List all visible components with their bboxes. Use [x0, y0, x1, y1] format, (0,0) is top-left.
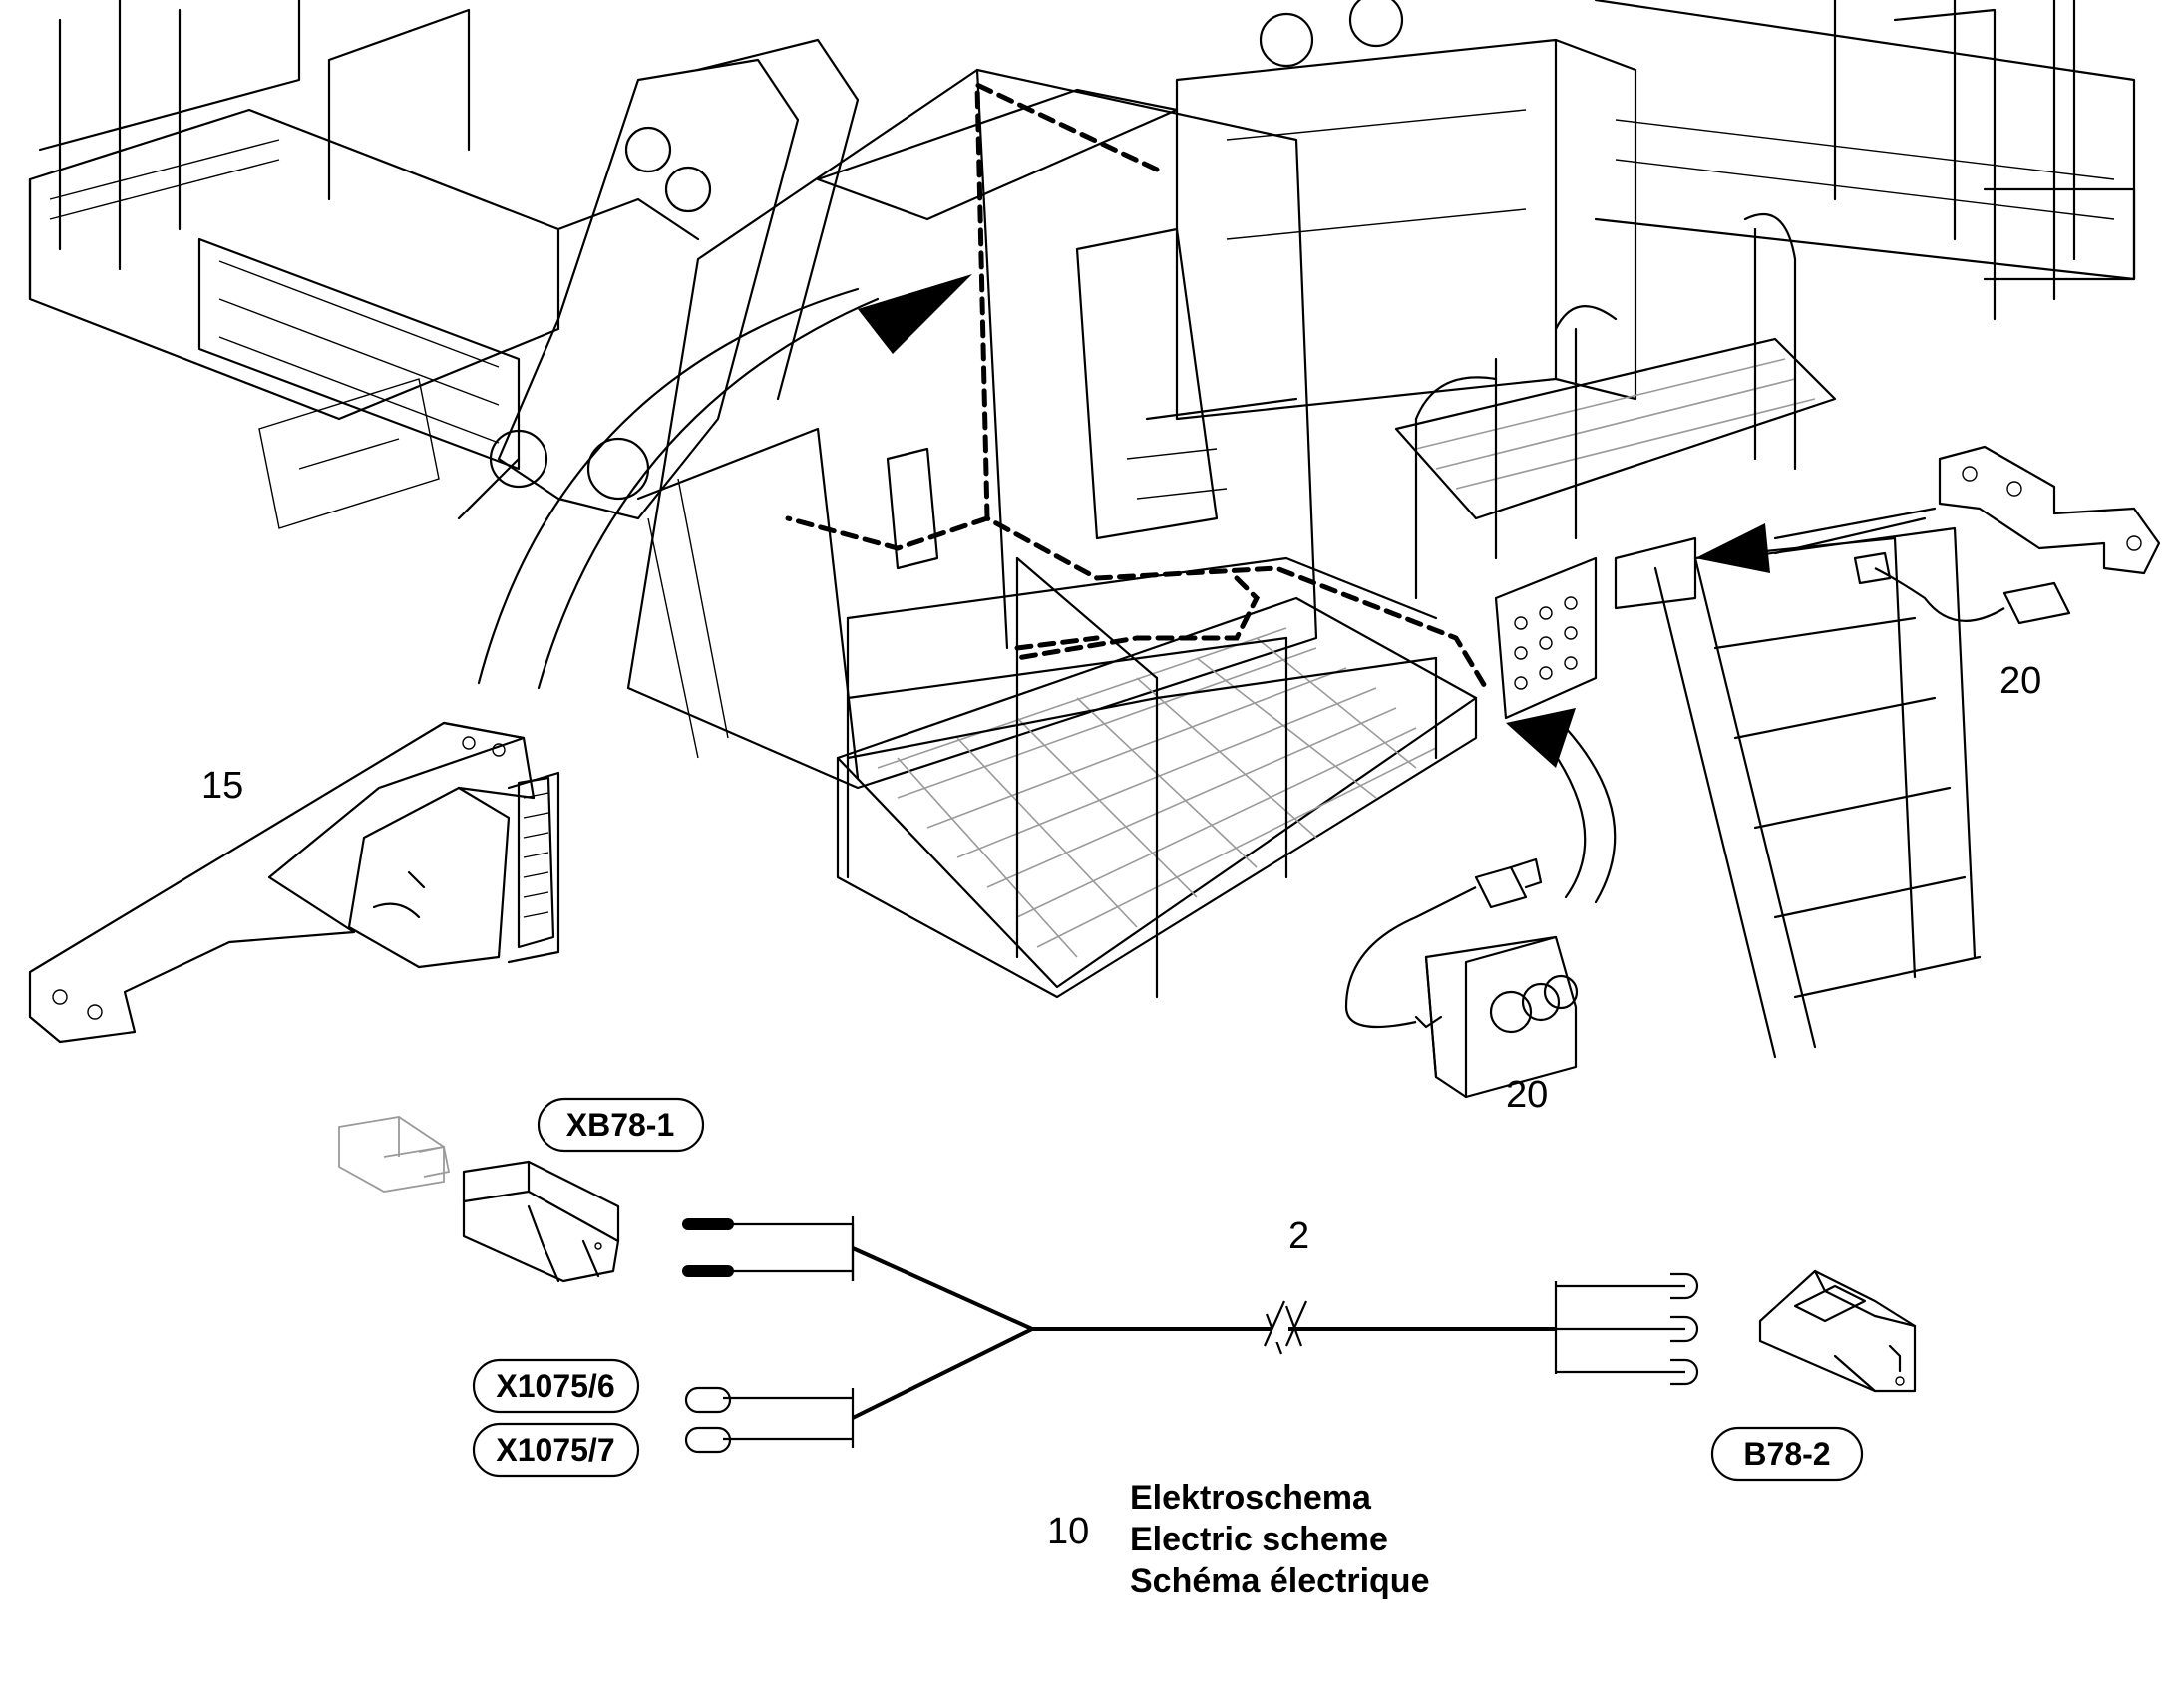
b78-2-pins: [1554, 1272, 1699, 1386]
xb78-1-connector-icon: [338, 1116, 620, 1283]
callout-2: 2: [1288, 1215, 1309, 1257]
svg-text:X1075/7: X1075/7: [496, 1432, 614, 1468]
callout-20-bottom: 20: [1506, 1074, 1548, 1116]
arrow-to-switch-box: [1506, 708, 1617, 904]
arrow-to-bracket-20: [1695, 507, 1937, 573]
x1075-6-label: X1075/6: [472, 1358, 640, 1414]
machine-left-structure: [28, 0, 700, 529]
x1075-sockets: [684, 1386, 855, 1454]
callout-20-top: 20: [1999, 660, 2041, 702]
part-15-bracket: [28, 721, 560, 1044]
part-20-bracket-sensor: [1853, 445, 2161, 625]
side-walkway-and-ladder: [1394, 213, 1982, 1059]
operator-cab: [626, 68, 1318, 790]
platform-walkway: [836, 556, 1478, 999]
svg-text:XB78-1: XB78-1: [566, 1107, 675, 1143]
svg-text:X1075/6: X1075/6: [496, 1368, 614, 1404]
b78-2-label: B78-2: [1710, 1426, 1864, 1482]
b78-2-sensor-icon: [1758, 1269, 1917, 1393]
legend-english: Electric scheme: [1130, 1521, 1388, 1558]
legend-french: Schéma électrique: [1130, 1562, 1429, 1600]
callout-15: 15: [201, 765, 243, 807]
cable-routing-branch: [1014, 635, 1100, 651]
callout-10: 10: [1047, 1511, 1089, 1552]
legend-german: Elektroschema: [1130, 1479, 1372, 1517]
part-20-switch-box: [1344, 857, 1579, 1099]
cable-routing-path: [785, 81, 1489, 691]
harness-cable: [851, 1224, 1556, 1420]
machine-right-structure: [1175, 0, 2136, 421]
arrow-to-cab: [477, 274, 972, 690]
svg-text:B78-2: B78-2: [1743, 1436, 1830, 1472]
xb78-1-pins: [682, 1216, 855, 1281]
x1075-7-label: X1075/7: [472, 1422, 640, 1478]
xb78-1-label: XB78-1: [537, 1097, 705, 1153]
